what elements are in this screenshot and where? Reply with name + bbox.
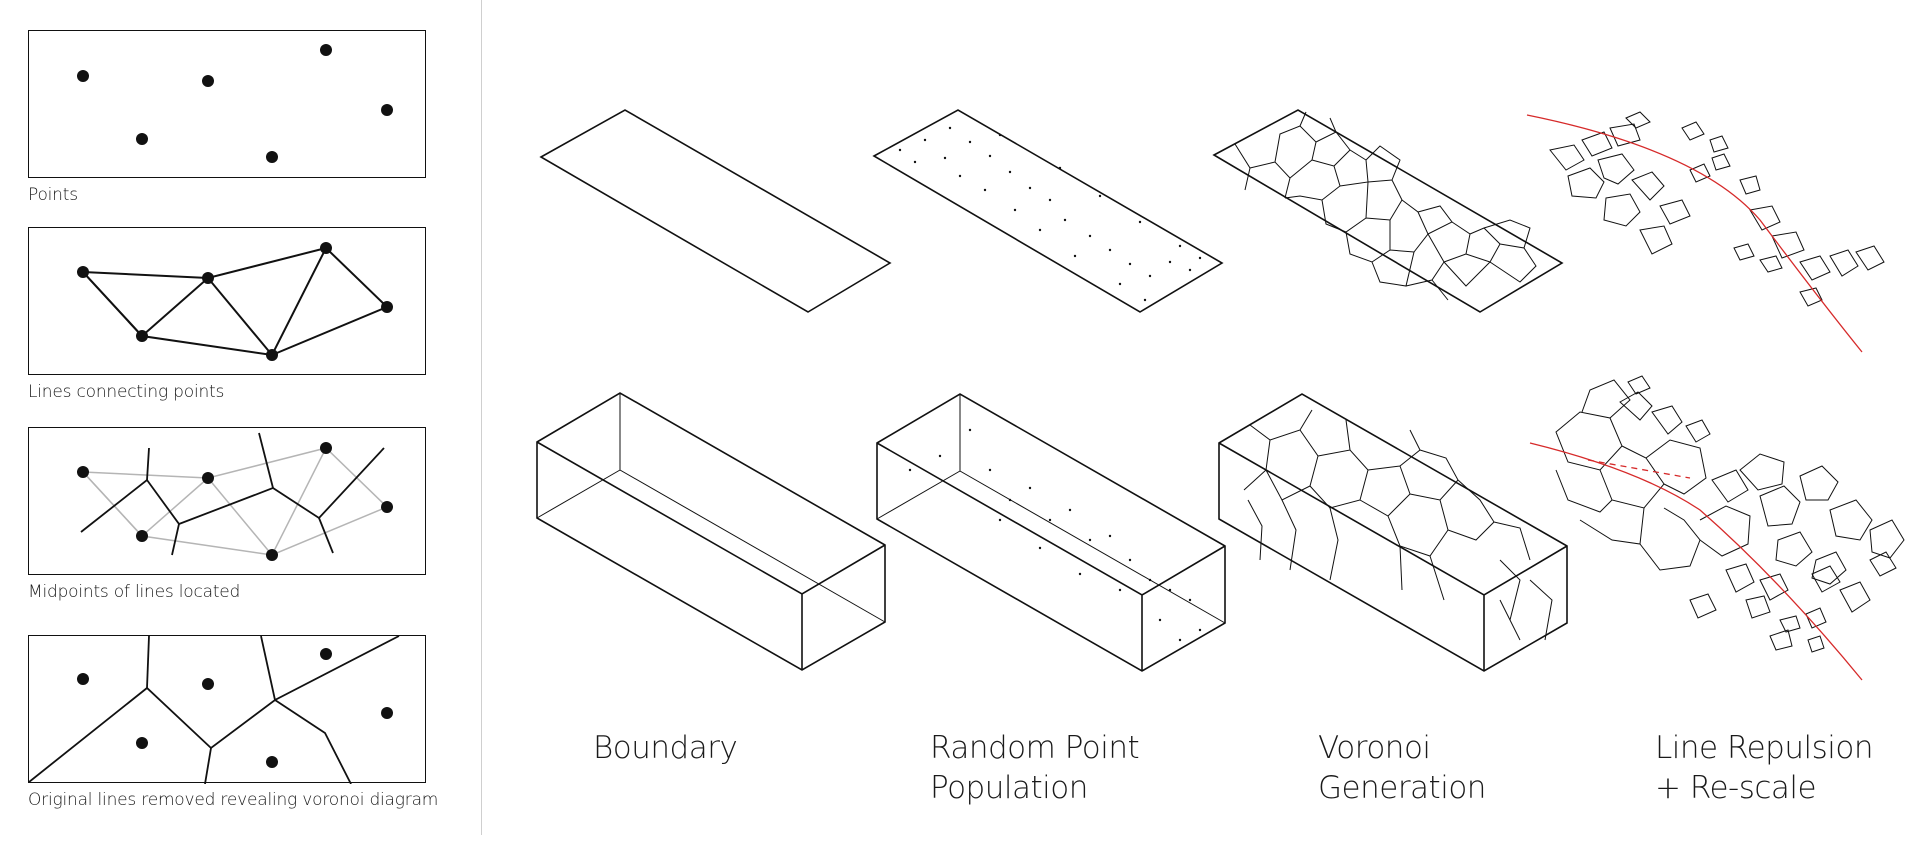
- boundary-box: [536, 392, 886, 671]
- repulsion-curve-bottom: [1529, 442, 1863, 681]
- stage-label-boundary: Boundary: [593, 728, 738, 768]
- stage-label-line2: Population: [930, 770, 1088, 806]
- lines-diagram: [77, 242, 393, 361]
- step-caption-midpoints: Midpoints of lines located: [28, 582, 241, 602]
- voronoi-box-cells: [1243, 409, 1553, 641]
- voronoi-slab-cells: [1234, 111, 1537, 301]
- step-lines-panel: [28, 227, 426, 375]
- midpoints-diagram: [77, 432, 393, 561]
- step-caption-lines: Lines connecting points: [28, 382, 225, 402]
- repulsion-box-cells: [1555, 375, 1905, 653]
- stage-label-line2: Generation: [1318, 770, 1486, 806]
- stage-label-line1: Random Point: [930, 730, 1140, 766]
- stage-label-random-points: Random Point Population: [930, 728, 1140, 808]
- boundary-slab: [539, 109, 892, 313]
- divider: [481, 0, 482, 835]
- random-points-dots: [898, 126, 1202, 642]
- stage-label-line-repulsion: Line Repulsion + Re-scale: [1655, 728, 1874, 808]
- stage-label-line2: + Re-scale: [1655, 770, 1817, 806]
- stage-label-line1: Boundary: [593, 730, 738, 766]
- stage-label-line1: Voronoi: [1318, 730, 1431, 766]
- points-diagram: [77, 44, 393, 163]
- random-points-box: [876, 393, 1226, 672]
- step-points-panel: [28, 30, 426, 178]
- voronoi-slab: [1212, 109, 1564, 313]
- stage-label-voronoi: Voronoi Generation: [1318, 728, 1486, 808]
- repulsion-curve-top: [1526, 114, 1863, 353]
- step-voronoi-panel: [28, 635, 426, 784]
- voronoi-diagram: [29, 636, 400, 784]
- step-midpoints-panel: [28, 427, 426, 575]
- step-caption-voronoi: Original lines removed revealing voronoi…: [28, 790, 439, 810]
- repulsion-slab-cells: [1549, 111, 1885, 307]
- voronoi-box: [1218, 393, 1568, 672]
- step-caption-points: Points: [28, 185, 78, 205]
- stage-label-line1: Line Repulsion: [1655, 730, 1874, 766]
- random-points-slab: [872, 109, 1224, 313]
